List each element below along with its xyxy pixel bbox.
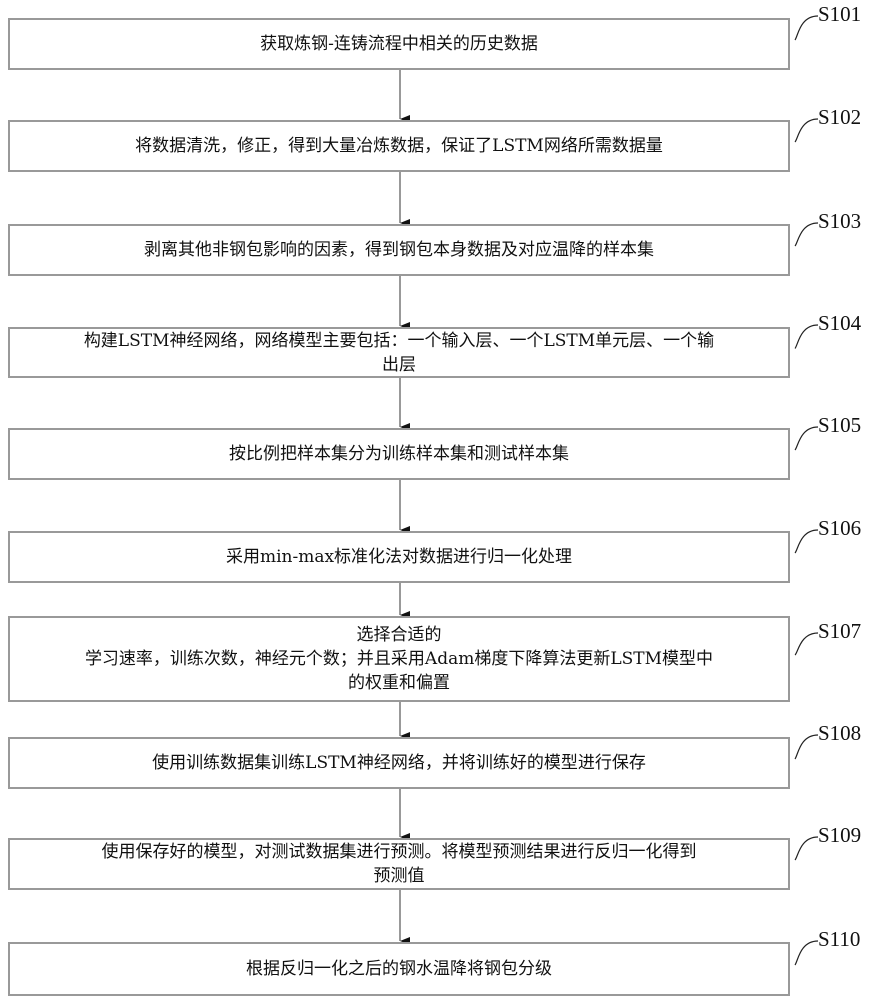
- leader-line: [794, 632, 819, 656]
- step-text: 按比例把样本集分为训练样本集和测试样本集: [229, 444, 569, 464]
- step-label: S104: [818, 311, 862, 335]
- step-label: S103: [818, 209, 862, 233]
- leader-line: [794, 118, 819, 143]
- step-label: S110: [818, 927, 861, 951]
- step-box-s105: 按比例把样本集分为训练样本集和测试样本集: [8, 428, 790, 480]
- step-box-s106: 采用min-max标准化法对数据进行归一化处理: [8, 531, 790, 583]
- step-text: 剥离其他非钢包影响的因素，得到钢包本身数据及对应温降的样本集: [144, 240, 654, 260]
- step-text: 预测值: [373, 866, 425, 886]
- step-label: S107: [818, 619, 862, 643]
- step-label: S108: [818, 721, 862, 745]
- step-box-s109: 使用保存好的模型，对测试数据集进行预测。将模型预测结果进行反归一化得到预测值: [8, 838, 790, 890]
- step-label: S102: [818, 105, 862, 129]
- step-label: S109: [818, 823, 862, 847]
- leader-line: [794, 324, 819, 349]
- step-text: 将数据清洗，修正，得到大量冶炼数据，保证了LSTM网络所需数据量: [135, 136, 663, 156]
- step-text: 选择合适的: [356, 625, 442, 645]
- step-box-s110: 根据反归一化之后的钢水温降将钢包分级: [8, 942, 790, 996]
- step-text: 使用保存好的模型，对测试数据集进行预测。将模型预测结果进行反归一化得到: [101, 842, 697, 862]
- step-box-s107: 选择合适的学习速率，训练次数，神经元个数；并且采用Adam梯度下降算法更新LST…: [8, 616, 790, 702]
- leader-line: [794, 836, 819, 861]
- step-box-s108: 使用训练数据集训练LSTM神经网络，并将训练好的模型进行保存: [8, 737, 790, 789]
- step-box-s104: 构建LSTM神经网络，网络模型主要包括：一个输入层、一个LSTM单元层、一个输出…: [8, 327, 790, 378]
- leader-line: [794, 529, 819, 554]
- step-label: S105: [818, 413, 862, 437]
- step-box-s102: 将数据清洗，修正，得到大量冶炼数据，保证了LSTM网络所需数据量: [8, 120, 790, 172]
- leader-line: [794, 222, 819, 247]
- step-text: 的权重和偏置: [348, 673, 450, 693]
- step-text: 获取炼钢-连铸流程中相关的历史数据: [260, 34, 538, 54]
- step-text: 出层: [382, 354, 416, 375]
- step-text: 使用训练数据集训练LSTM神经网络，并将训练好的模型进行保存: [152, 753, 646, 773]
- step-text: 构建LSTM神经网络，网络模型主要包括：一个输入层、一个LSTM单元层、一个输: [83, 330, 715, 351]
- step-box-s103: 剥离其他非钢包影响的因素，得到钢包本身数据及对应温降的样本集: [8, 224, 790, 276]
- step-text: 采用min-max标准化法对数据进行归一化处理: [225, 547, 573, 567]
- step-text: 学习速率，训练次数，神经元个数；并且采用Adam梯度下降算法更新LSTM模型中: [84, 649, 714, 669]
- step-text: 根据反归一化之后的钢水温降将钢包分级: [246, 959, 552, 979]
- step-box-s101: 获取炼钢-连铸流程中相关的历史数据: [8, 18, 790, 70]
- step-label: S106: [818, 516, 862, 540]
- leader-line: [794, 15, 819, 41]
- leader-line: [794, 734, 819, 760]
- leader-line: [794, 426, 819, 451]
- step-label: S101: [818, 2, 862, 26]
- leader-line: [794, 940, 819, 966]
